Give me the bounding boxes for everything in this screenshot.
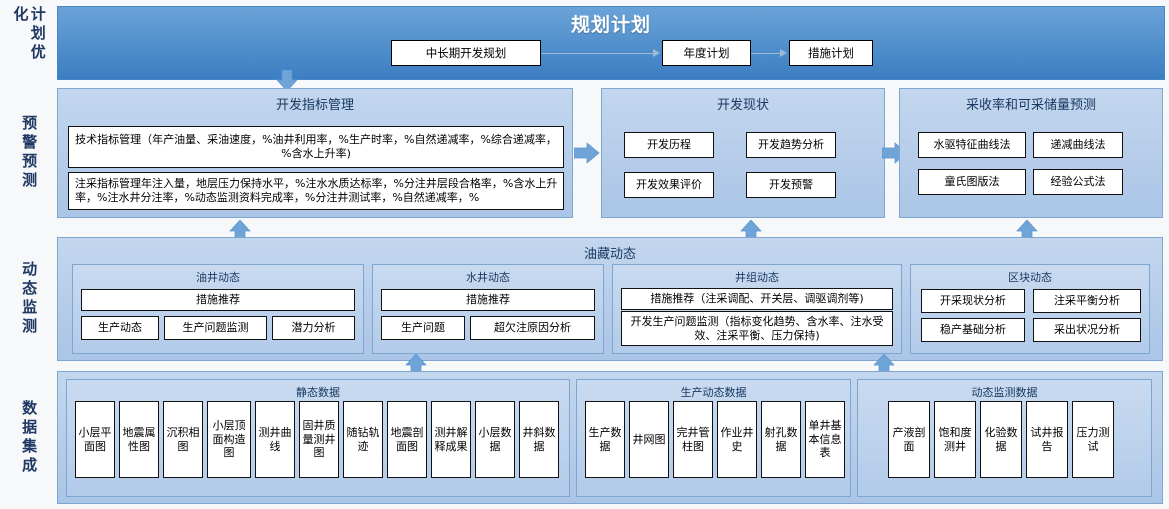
- data-item-monitoring-2[interactable]: 化验数据: [980, 401, 1022, 478]
- data-item-static-9[interactable]: 小层数据: [475, 401, 515, 478]
- water-well-over-under-injection[interactable]: 超欠注原因分析: [470, 316, 595, 340]
- status-btn-history[interactable]: 开发历程: [624, 132, 714, 158]
- flow-box-annual-plan[interactable]: 年度计划: [662, 40, 751, 66]
- flow-connector-1: [541, 53, 655, 54]
- data-item-monitoring-3[interactable]: 试井报告: [1026, 401, 1068, 478]
- data-item-static-10[interactable]: 井斜数据: [519, 401, 559, 478]
- data-group-title-monitoring: 动态监测数据: [971, 386, 1038, 399]
- recovery-btn-empirical[interactable]: 经验公式法: [1033, 169, 1123, 195]
- data-item-production-5[interactable]: 单井基本信息表: [805, 401, 845, 478]
- data-item-monitoring-4[interactable]: 压力测试: [1072, 401, 1114, 478]
- data-group-title-production: 生产动态数据: [680, 386, 747, 399]
- data-item-static-3[interactable]: 小层顶面构造图: [207, 401, 251, 478]
- reservoir-panel: 油藏动态 油井动态 措施推荐 生产动态 生产问题监测 潜力分析 水井动态 措施推…: [57, 237, 1163, 361]
- reservoir-group-water-well: 水井动态 措施推荐 生产问题 超欠注原因分析: [372, 264, 604, 354]
- rail-label-monitoring: 动态监测: [20, 261, 39, 337]
- recovery-btn-waterdrive[interactable]: 水驱特征曲线法: [918, 132, 1026, 158]
- status-btn-effect[interactable]: 开发效果评价: [624, 172, 714, 198]
- flow-connector-2: [751, 53, 782, 54]
- rail-item-forecast[interactable]: 预警预测: [0, 88, 57, 218]
- data-item-static-8[interactable]: 测井解释成果: [431, 401, 471, 478]
- data-group-title-static: 静态数据: [296, 386, 340, 399]
- reservoir-group-well-pattern: 井组动态 措施推荐（注采调配、开关层、调驱调剂等) 开发生产问题监测（指标变化趋…: [612, 264, 902, 354]
- indicators-tech-box[interactable]: 技术指标管理（年产油量、采油速度，%油井利用率，%生产时率，%自然递减率，%综合…: [68, 126, 564, 168]
- group-title-oil-well: 油井动态: [196, 271, 240, 284]
- recovery-btn-decline[interactable]: 递减曲线法: [1033, 132, 1123, 158]
- water-well-measure-recommend[interactable]: 措施推荐: [381, 289, 595, 311]
- data-item-static-5[interactable]: 固井质量测井图: [299, 401, 339, 478]
- reservoir-title: 油藏动态: [583, 247, 636, 262]
- oil-well-production-dynamics[interactable]: 生产动态: [81, 316, 159, 340]
- data-item-production-0[interactable]: 生产数据: [585, 401, 625, 478]
- indicators-panel: 开发指标管理 技术指标管理（年产油量、采油速度，%油井利用率，%生产时率，%自然…: [57, 88, 573, 218]
- data-item-production-2[interactable]: 完井管柱图: [673, 401, 713, 478]
- data-item-production-3[interactable]: 作业井史: [717, 401, 757, 478]
- block-stable-production-analysis[interactable]: 稳产基础分析: [921, 318, 1025, 342]
- status-title: 开发现状: [716, 98, 769, 113]
- data-item-static-7[interactable]: 地震剖面图: [387, 401, 427, 478]
- rail-item-planning[interactable]: 计划优化: [0, 6, 57, 78]
- data-group-monitoring: 动态监测数据 产液剖面 饱和度测井 化验数据 试井报告 压力测试: [857, 379, 1152, 497]
- rail-label-data-integration: 数据集成: [20, 399, 39, 476]
- data-item-static-4[interactable]: 测井曲线: [255, 401, 295, 478]
- data-item-static-6[interactable]: 随钻轨迹: [343, 401, 383, 478]
- status-panel: 开发现状 开发历程 开发趋势分析 开发效果评价 开发预警: [601, 88, 885, 218]
- well-pattern-measure-recommend[interactable]: 措施推荐（注采调配、开关层、调驱调剂等): [621, 288, 893, 310]
- flow-box-measure-plan[interactable]: 措施计划: [789, 40, 873, 66]
- status-btn-trend[interactable]: 开发趋势分析: [746, 132, 836, 158]
- arrow-right-to-status-icon: [573, 142, 600, 164]
- data-item-monitoring-1[interactable]: 饱和度测井: [934, 401, 976, 478]
- oil-well-potential-analysis[interactable]: 潜力分析: [272, 316, 355, 340]
- water-well-production-problem[interactable]: 生产问题: [381, 316, 465, 340]
- data-group-static: 静态数据 小层平面图 地震属性图 沉积相图 小层顶面构造图 测井曲线 固井质量测…: [66, 379, 570, 497]
- recovery-btn-tong-chart[interactable]: 童氏图版法: [918, 169, 1026, 195]
- reservoir-group-oil-well: 油井动态 措施推荐 生产动态 生产问题监测 潜力分析: [72, 264, 364, 354]
- oil-well-problem-monitoring[interactable]: 生产问题监测: [164, 316, 267, 340]
- data-item-monitoring-0[interactable]: 产液剖面: [888, 401, 930, 478]
- block-recovery-status-analysis[interactable]: 采出状况分析: [1033, 318, 1141, 342]
- planning-title: 规划计划: [570, 14, 651, 36]
- flow-arrow-2-icon: [780, 49, 787, 57]
- flow-box-longterm-plan[interactable]: 中长期开发规划: [391, 40, 541, 66]
- indicators-injection-box[interactable]: 注采指标管理年注入量，地层压力保持水平，%注水水质达标率，%分注井层段合格率，%…: [68, 172, 564, 210]
- data-group-production: 生产动态数据 生产数据 井网图 完井管柱图 作业井史 射孔数据 单井基本信息表: [576, 379, 851, 497]
- rail-item-monitoring[interactable]: 动态监测: [0, 237, 57, 361]
- indicators-title: 开发指标管理: [275, 98, 354, 113]
- data-item-static-2[interactable]: 沉积相图: [163, 401, 203, 478]
- group-title-water-well: 水井动态: [466, 271, 510, 284]
- rail-label-forecast: 预警预测: [20, 115, 39, 191]
- rail-label-planning: 计划优化: [11, 6, 47, 63]
- stage-rail: 计划优化 预警预测 动态监测 数据集成: [0, 0, 57, 509]
- block-injection-balance-analysis[interactable]: 注采平衡分析: [1033, 289, 1141, 313]
- recovery-panel: 采收率和可采储量预测 水驱特征曲线法 递减曲线法 童氏图版法 经验公式法: [899, 88, 1163, 218]
- data-item-production-4[interactable]: 射孔数据: [761, 401, 801, 478]
- group-title-well-pattern: 井组动态: [735, 271, 779, 284]
- data-item-static-0[interactable]: 小层平面图: [75, 401, 115, 478]
- oil-well-measure-recommend[interactable]: 措施推荐: [81, 289, 355, 311]
- data-integration-panel: 静态数据 小层平面图 地震属性图 沉积相图 小层顶面构造图 测井曲线 固井质量测…: [57, 371, 1163, 504]
- status-btn-warning[interactable]: 开发预警: [746, 172, 836, 198]
- rail-item-data-integration[interactable]: 数据集成: [0, 371, 57, 504]
- planning-banner: 规划计划 中长期开发规划 年度计划 措施计划: [57, 6, 1165, 80]
- arrow-down-to-indicators-icon: [276, 70, 298, 92]
- data-item-static-1[interactable]: 地震属性图: [119, 401, 159, 478]
- block-current-production-analysis[interactable]: 开采现状分析: [921, 289, 1025, 313]
- data-item-production-1[interactable]: 井网图: [629, 401, 669, 478]
- recovery-title: 采收率和可采储量预测: [965, 98, 1096, 113]
- reservoir-group-block: 区块动态 开采现状分析 注采平衡分析 稳产基础分析 采出状况分析: [910, 264, 1150, 354]
- flow-arrow-1-icon: [653, 49, 660, 57]
- well-pattern-problem-monitoring[interactable]: 开发生产问题监测（指标变化趋势、含水率、注水受效、注采平衡、压力保持): [621, 311, 893, 346]
- group-title-block: 区块动态: [1008, 271, 1052, 284]
